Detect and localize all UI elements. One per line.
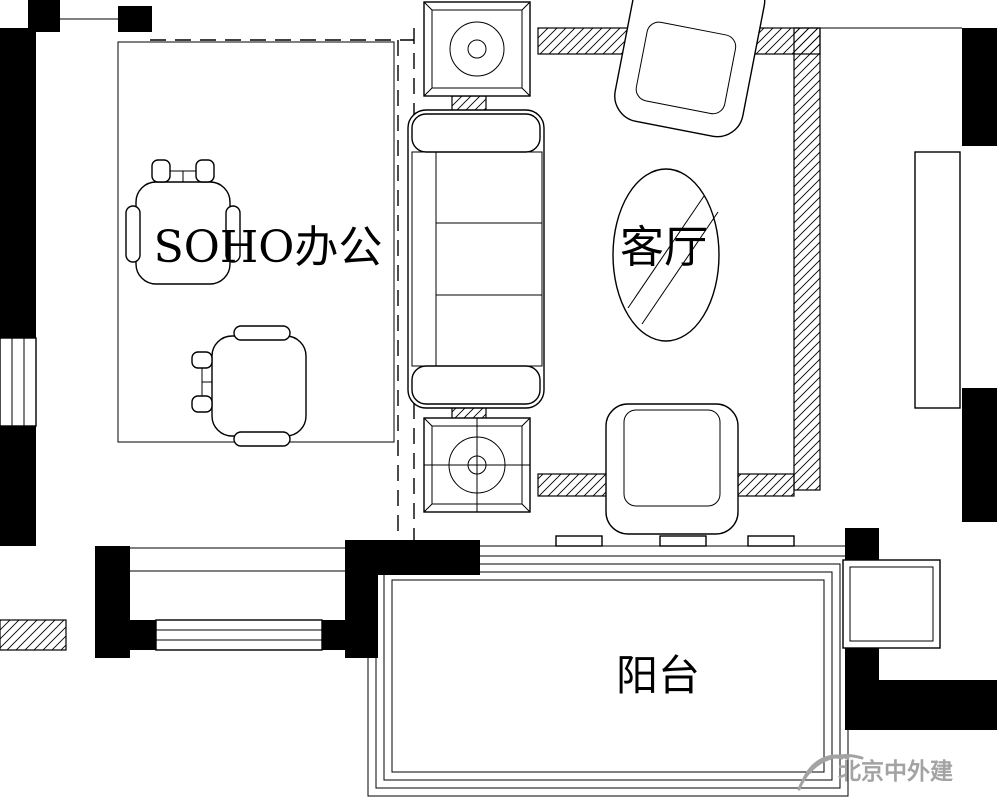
balcony-railing [367,555,849,797]
living-room-label: 客厅 [620,222,708,273]
armchair-icon [614,0,766,138]
utility-box [842,559,941,649]
balcony-label: 阳台 [616,651,700,700]
watermark-logo-icon [797,754,864,791]
plant-box-icon [423,417,531,513]
wall-segments [0,0,997,730]
watermark: 北京中外建 [797,754,953,791]
plant-box-icon [423,1,531,97]
shaft-column [914,151,961,409]
desk-chair-icon [191,325,307,447]
office-label: SOHO办公 [154,222,383,273]
desk-chair-icon [125,159,241,285]
left-wall-window [0,337,37,427]
watermark-text: 北京中外建 [838,758,953,785]
sliding-door [555,535,795,547]
armchair-icon [605,403,739,535]
bottom-window [155,619,323,651]
oval-table-icon [612,168,720,342]
sofa-icon [407,109,545,409]
